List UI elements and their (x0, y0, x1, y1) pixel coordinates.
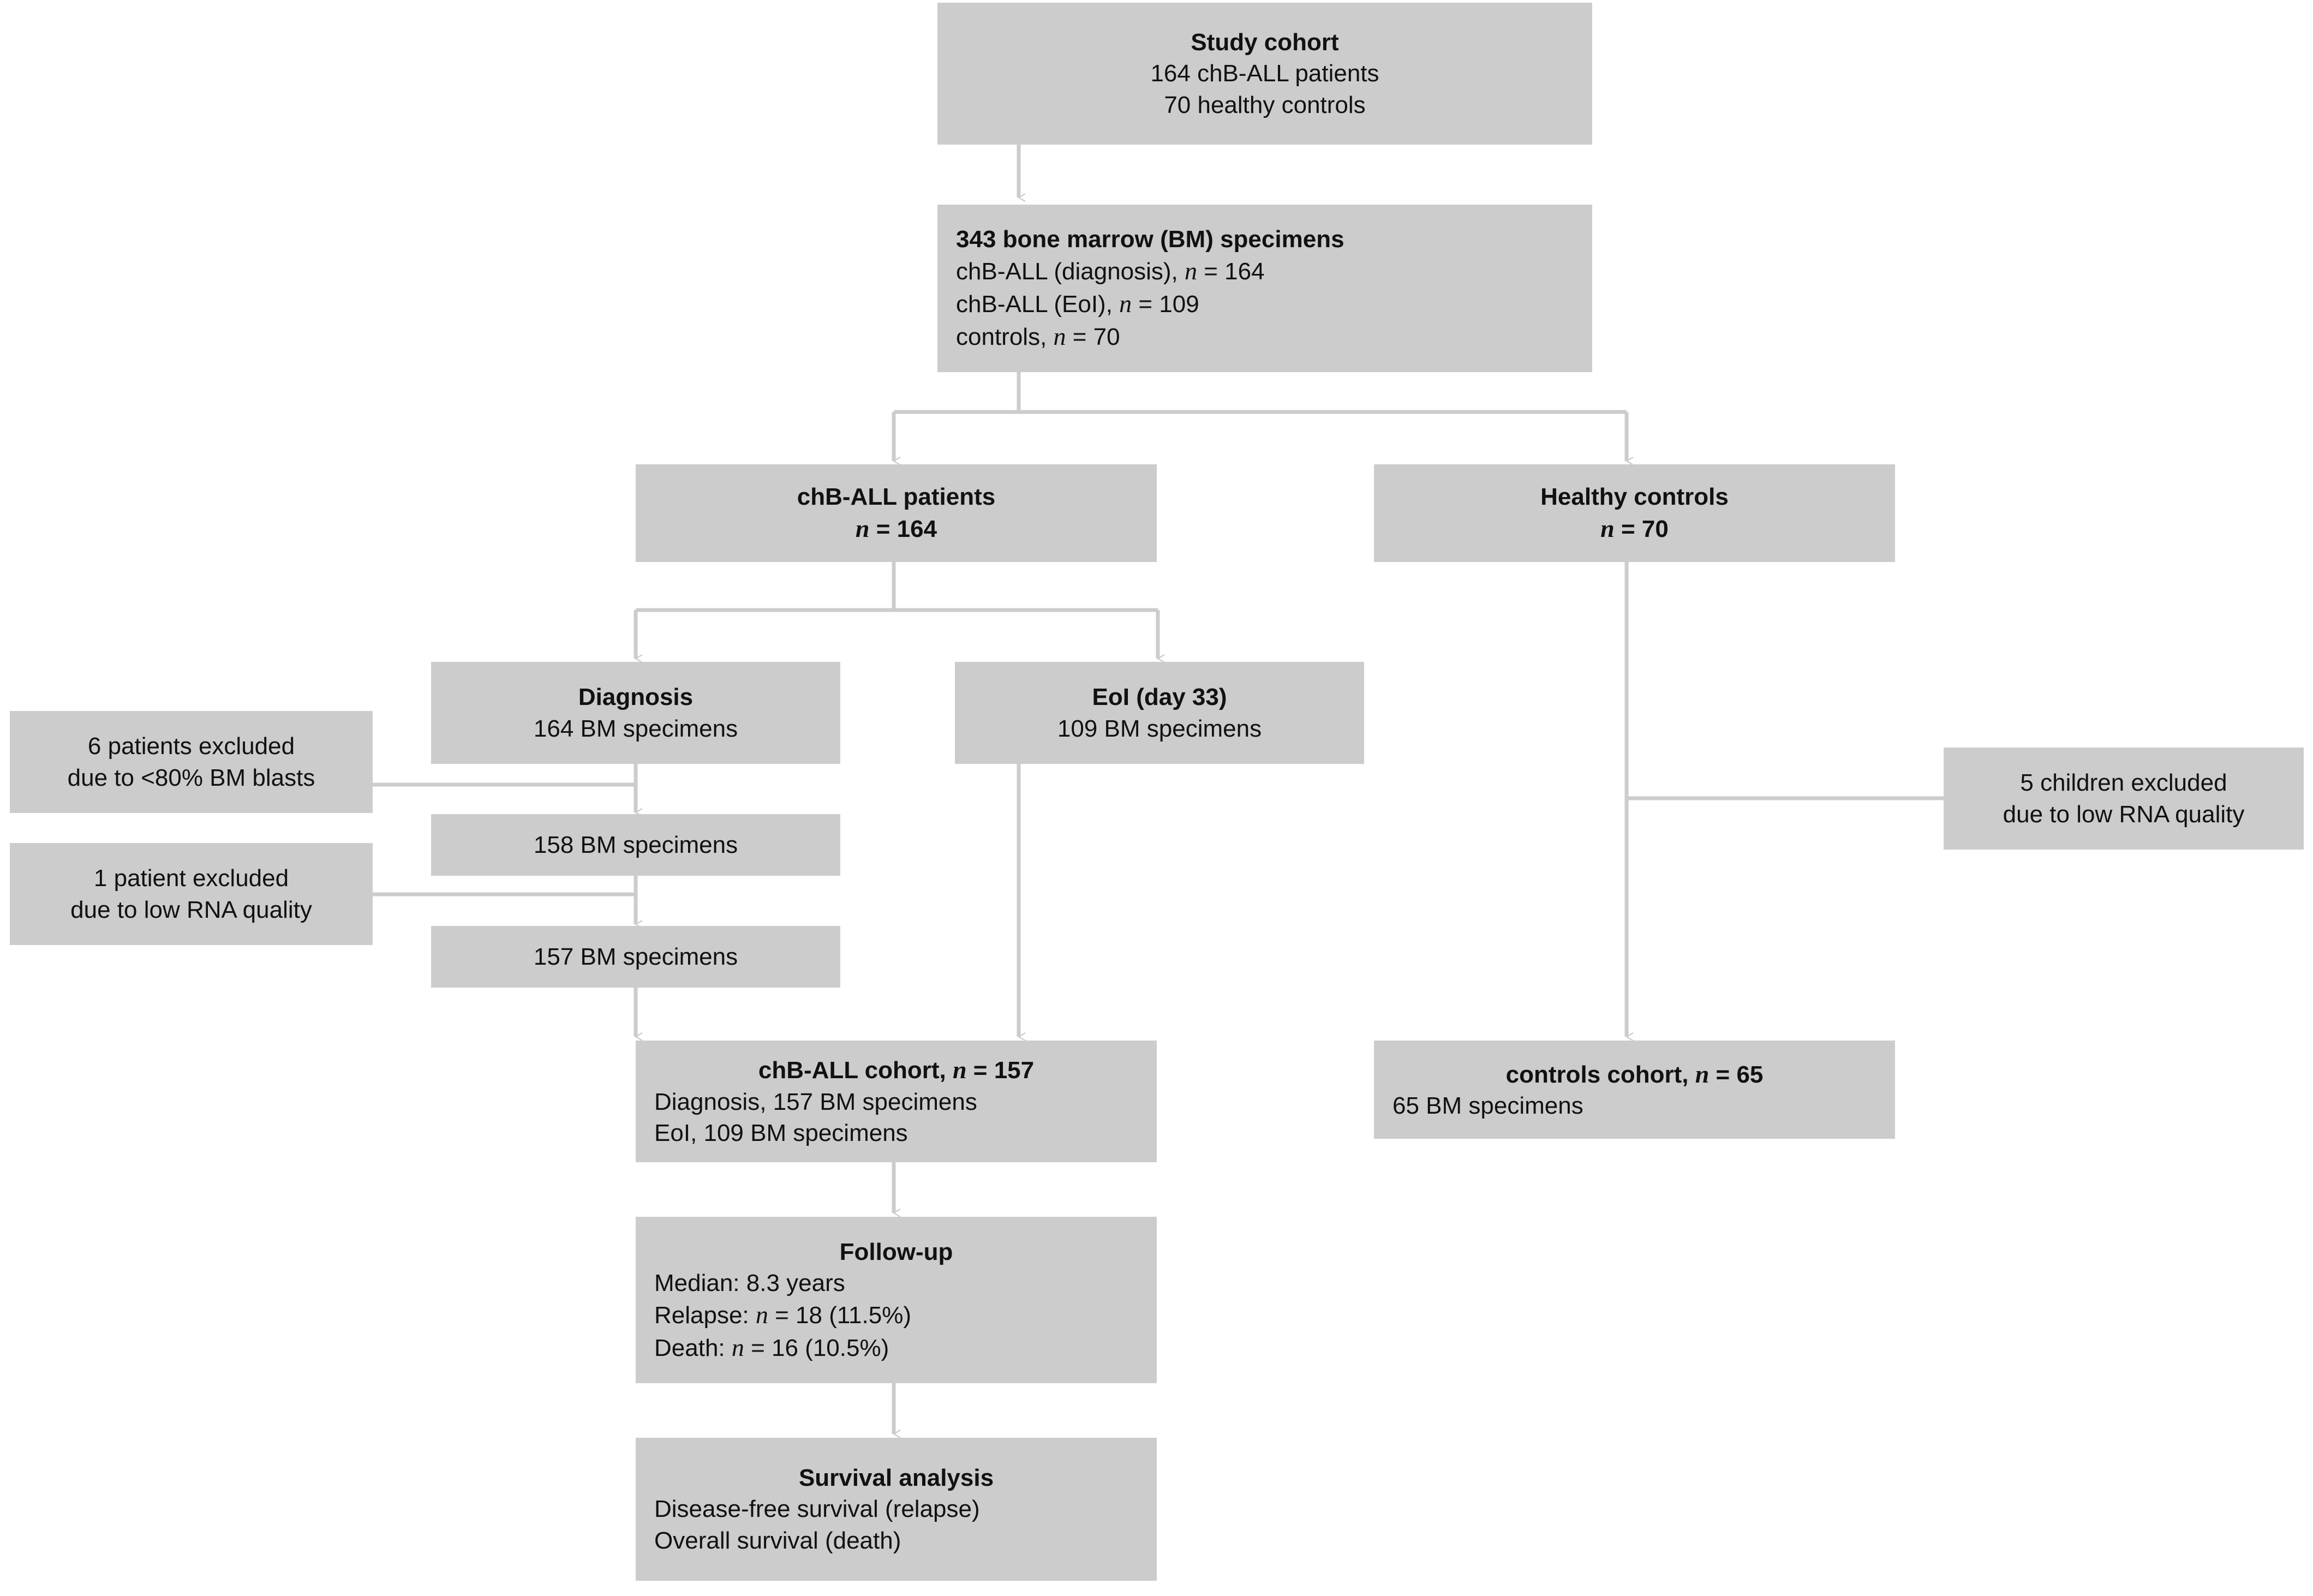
node-excluded-rna-patient[interactable]: 1 patient excluded due to low RNA qualit… (10, 843, 373, 945)
node-excluded-blasts[interactable]: 6 patients excluded due to <80% BM blast… (10, 711, 373, 813)
healthy-controls-title: Healthy controls (1540, 483, 1729, 510)
excluded-rna-patient-line2: due to low RNA quality (70, 896, 312, 923)
excluded-rna-children-line2: due to low RNA quality (2003, 800, 2245, 828)
node-controls-cohort[interactable]: controls cohort, n = 65 65 BM specimens (1374, 1041, 1895, 1139)
node-healthy-controls[interactable]: Healthy controls n = 70 (1374, 464, 1895, 562)
eoi-title: EoI (day 33) (1092, 684, 1227, 711)
chball-cohort-line1: Diagnosis, 157 BM specimens (654, 1089, 977, 1116)
node-eoi[interactable]: EoI (day 33) 109 BM specimens (955, 662, 1364, 764)
node-spec-158[interactable]: 158 BM specimens (431, 814, 840, 876)
node-follow-up[interactable]: Follow-up Median: 8.3 years Relapse: n =… (636, 1217, 1157, 1383)
node-study-cohort[interactable]: Study cohort 164 chB-ALL patients 70 hea… (937, 3, 1592, 145)
follow-up-title: Follow-up (839, 1238, 953, 1265)
excluded-blasts-line2: due to <80% BM blasts (67, 764, 315, 791)
chball-cohort-title: chB-ALL cohort, n = 157 (758, 1056, 1035, 1084)
spec-157-line1: 157 BM specimens (533, 943, 738, 970)
bm-specimens-line3: controls, n = 70 (956, 322, 1120, 350)
eoi-line1: 109 BM specimens (1057, 715, 1262, 742)
chball-patients-count: n = 164 (855, 515, 937, 543)
follow-up-line1: Median: 8.3 years (654, 1269, 845, 1296)
survival-analysis-line1: Disease-free survival (relapse) (654, 1496, 980, 1523)
chball-cohort-line2: EoI, 109 BM specimens (654, 1120, 908, 1147)
study-cohort-title: Study cohort (1191, 29, 1339, 56)
diagnosis-title: Diagnosis (578, 684, 694, 711)
bm-specimens-title: 343 bone marrow (BM) specimens (956, 226, 1344, 253)
survival-analysis-title: Survival analysis (798, 1465, 994, 1492)
node-bm-specimens[interactable]: 343 bone marrow (BM) specimens chB-ALL (… (937, 205, 1592, 372)
study-cohort-line1: 164 chB-ALL patients (1150, 60, 1379, 87)
node-excluded-rna-children[interactable]: 5 children excluded due to low RNA quali… (1944, 748, 2304, 850)
controls-cohort-title: controls cohort, n = 65 (1505, 1060, 1764, 1088)
healthy-controls-count: n = 70 (1600, 515, 1669, 543)
bm-specimens-line1: chB-ALL (diagnosis), n = 164 (956, 257, 1265, 285)
node-spec-157[interactable]: 157 BM specimens (431, 926, 840, 988)
bm-specimens-line2: chB-ALL (EoI), n = 109 (956, 290, 1199, 318)
diagnosis-line1: 164 BM specimens (533, 715, 738, 742)
excluded-rna-children-line1: 5 children excluded (2020, 769, 2227, 797)
follow-up-line3: Death: n = 16 (10.5%) (654, 1333, 889, 1361)
follow-up-line2: Relapse: n = 18 (11.5%) (654, 1300, 911, 1329)
chball-patients-title: chB-ALL patients (797, 483, 996, 510)
spec-158-line1: 158 BM specimens (533, 831, 738, 858)
excluded-rna-patient-line1: 1 patient excluded (93, 865, 289, 892)
survival-analysis-line2: Overall survival (death) (654, 1527, 901, 1554)
excluded-blasts-line1: 6 patients excluded (87, 733, 295, 760)
node-chball-patients[interactable]: chB-ALL patients n = 164 (636, 464, 1157, 562)
node-chball-cohort[interactable]: chB-ALL cohort, n = 157 Diagnosis, 157 B… (636, 1041, 1157, 1162)
study-cohort-line2: 70 healthy controls (1164, 91, 1366, 118)
node-survival-analysis[interactable]: Survival analysis Disease-free survival … (636, 1438, 1157, 1581)
controls-cohort-line1: 65 BM specimens (1392, 1092, 1583, 1120)
node-diagnosis[interactable]: Diagnosis 164 BM specimens (431, 662, 840, 764)
